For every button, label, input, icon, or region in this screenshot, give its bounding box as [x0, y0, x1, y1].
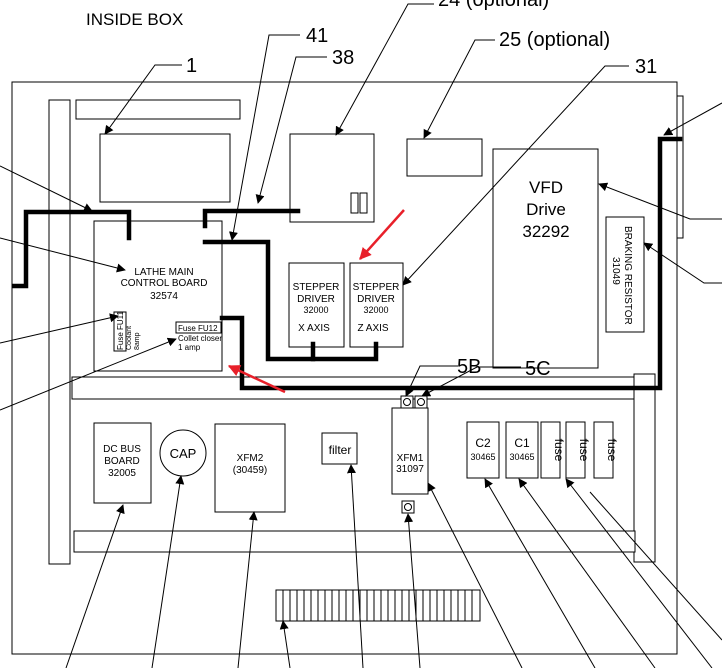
- callout-1: 1: [186, 55, 197, 77]
- braking-resistor-number: 31049: [610, 257, 621, 285]
- fuse-3-label: fuse: [605, 439, 619, 462]
- fuse-2-label: fuse: [577, 439, 591, 462]
- callout-24: 24 (optional): [438, 0, 549, 11]
- bottom-rail: [73, 530, 636, 553]
- xfm2-line-1: XFM2: [237, 453, 264, 464]
- dc-bus-board: [93, 422, 152, 504]
- braking-resistor-label: BRAKING RESISTOR: [622, 226, 633, 325]
- vfd-drive-box: [492, 148, 599, 369]
- fuse-1: [540, 421, 561, 479]
- c2-line-2: 30465: [470, 452, 495, 462]
- vfd-line-3: 32292: [522, 222, 569, 241]
- stepper-z-line-2: DRIVER: [357, 294, 395, 305]
- capacitor-label: CAP: [170, 446, 197, 461]
- xfm1-terminal-5c: [414, 395, 428, 409]
- stepper-x-line-3: 32000: [303, 305, 328, 315]
- callout-5c: 5C: [525, 358, 551, 380]
- xfm2-line-2: (30459): [233, 465, 267, 476]
- right-rail-block: [633, 373, 656, 563]
- braking-resistor-box: [605, 216, 645, 333]
- xfm1-line-2: 31097: [396, 464, 424, 475]
- vent-grille: [275, 589, 481, 622]
- stepper-driver-z: [349, 262, 404, 348]
- lathe-board-line-1: LATHE MAIN: [134, 267, 193, 278]
- red-arrow-wire: [227, 364, 286, 394]
- fuse-fu12-label: Fuse FU12: [178, 324, 218, 333]
- component-25-box: [406, 138, 483, 177]
- left-rail: [48, 99, 71, 565]
- right-top-strip: [676, 95, 684, 239]
- dc-bus-line-1: DC BUS: [103, 444, 141, 455]
- stepper-z-line-4: Z AXIS: [357, 323, 388, 334]
- vfd-line-1: VFD: [529, 178, 563, 197]
- component-1-box: [99, 133, 231, 203]
- fuse-2: [565, 421, 586, 479]
- wire-board-to-vfd-right: [219, 136, 683, 391]
- transformer-xfm1: [391, 407, 429, 495]
- fuse-fu11-label: Fuse FU11: [116, 310, 125, 350]
- wire-to-steppers: [202, 239, 379, 362]
- xfm1-terminal-5c-dot: [417, 398, 425, 406]
- fuse-fu12-sub-2: 1 amp: [178, 343, 201, 352]
- callout-31: 31: [635, 56, 657, 78]
- stepper-z-line-1: STEPPER: [353, 282, 400, 293]
- fuse-fu11-sub-2: 8amp: [134, 332, 141, 350]
- component-24-slot-a: [350, 192, 359, 214]
- filter-label: filter: [329, 443, 352, 457]
- fuse-fu12-sub-1: Collet closer: [178, 334, 222, 343]
- red-arrow-steppers: [359, 209, 405, 260]
- fuse-fu12: [175, 321, 222, 334]
- leader-lines: [0, 3, 722, 668]
- stepper-driver-x: [288, 262, 345, 348]
- xfm1-line-1: XFM1: [397, 453, 424, 464]
- stepper-z-line-3: 32000: [363, 305, 388, 315]
- filter-box: [321, 432, 358, 465]
- callout-5b: 5B: [457, 356, 481, 378]
- wire-board-top: [202, 208, 301, 229]
- fuse-fu11-sub-1: Coolant: [126, 326, 133, 350]
- stepper-x-line-2: DRIVER: [297, 294, 335, 305]
- fuse-1-label: fuse: [552, 439, 566, 462]
- c2-line-1: C2: [475, 436, 491, 450]
- xfm1-terminal-5b: [400, 395, 414, 409]
- diagram-title: INSIDE BOX: [86, 10, 183, 29]
- stepper-x-line-1: STEPPER: [293, 282, 340, 293]
- fuse-3: [593, 421, 614, 479]
- callout-41: 41: [306, 25, 328, 47]
- dc-bus-line-2: BOARD: [104, 456, 140, 467]
- capacitor-c1: [505, 421, 539, 479]
- xfm1-terminal-bottom: [401, 500, 415, 514]
- vfd-line-2: Drive: [526, 200, 566, 219]
- transformer-xfm2: [214, 423, 286, 513]
- top-rail: [75, 99, 241, 120]
- callout-25: 25 (optional): [499, 29, 610, 51]
- component-24-slot-b: [359, 192, 368, 214]
- lathe-board-line-3: 32574: [150, 291, 178, 302]
- callout-38: 38: [332, 47, 354, 69]
- c1-line-2: 30465: [509, 452, 534, 462]
- xfm1-terminal-bottom-dot: [404, 503, 412, 511]
- c1-line-1: C1: [514, 436, 530, 450]
- capacitor-c2: [466, 421, 500, 479]
- wire-board-left: [11, 209, 132, 289]
- stepper-x-line-4: X AXIS: [298, 323, 330, 334]
- lathe-board-line-2: CONTROL BOARD: [121, 278, 208, 289]
- xfm1-terminal-5b-dot: [403, 398, 411, 406]
- dc-bus-line-3: 32005: [108, 468, 136, 479]
